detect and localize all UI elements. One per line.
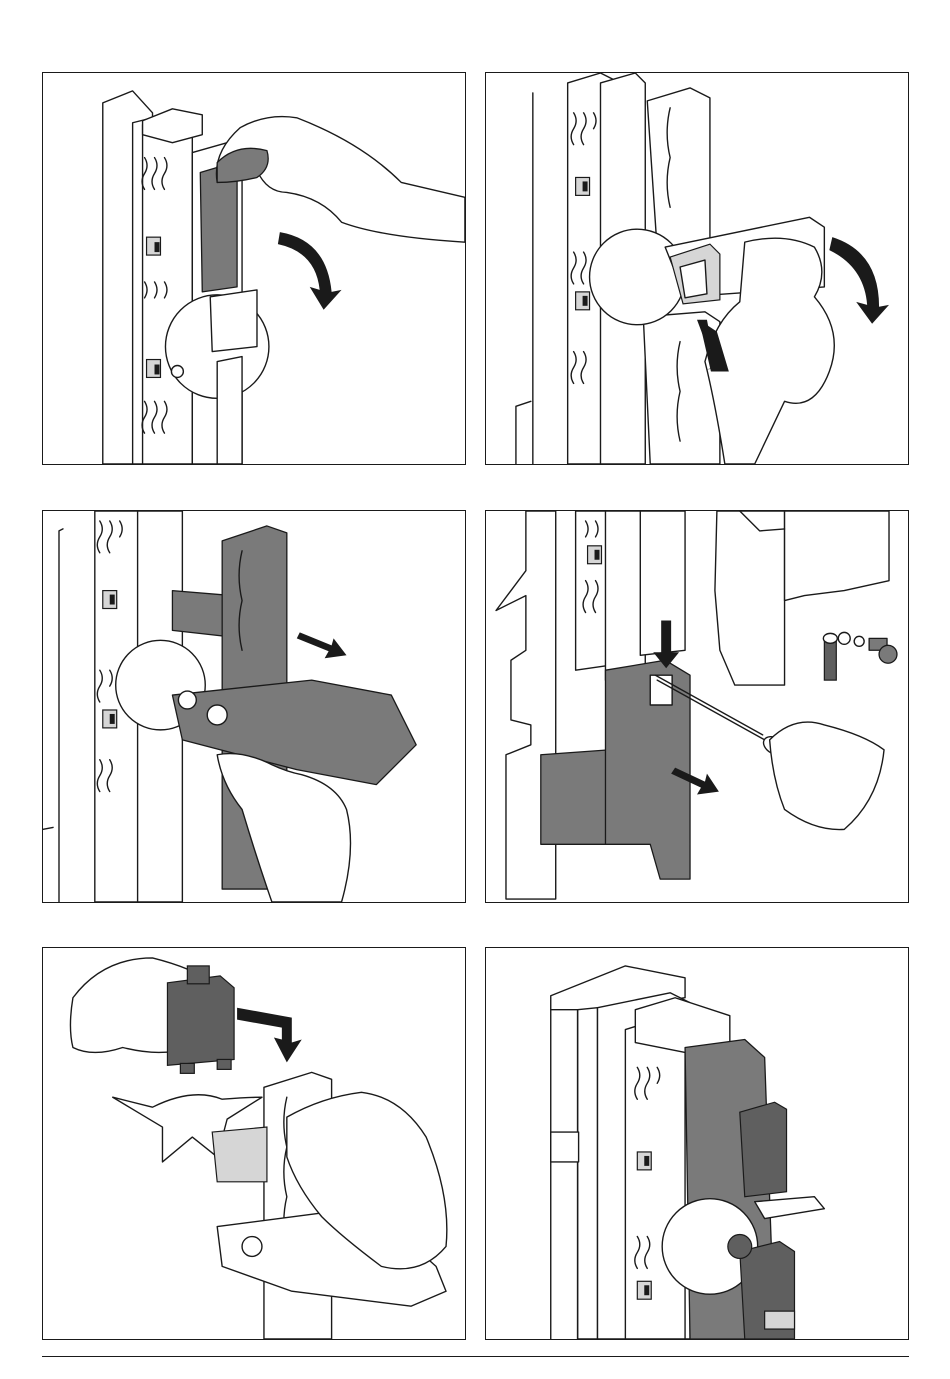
fuse-module-upper xyxy=(740,1102,787,1197)
straight-arrow-icon xyxy=(237,1008,302,1063)
illustration-panel-6 xyxy=(485,947,909,1340)
illustration-panel-1 xyxy=(42,72,466,465)
fuse-module-insert-drawing xyxy=(43,948,465,1339)
hand-icon xyxy=(770,722,884,829)
screw-hardware xyxy=(823,632,897,680)
straight-arrow-icon xyxy=(297,632,347,658)
fuse-rail-release-latch-drawing xyxy=(486,73,908,464)
fuse-rail-pull-handle-drawing xyxy=(43,73,465,464)
hand-icon xyxy=(216,117,464,243)
fuse-carrier-withdraw-drawing xyxy=(43,511,465,902)
fuse-module xyxy=(167,976,234,1066)
illustration-panel-2 xyxy=(485,72,909,465)
curved-arrow-icon xyxy=(829,237,889,324)
illustration-panel-3 xyxy=(42,510,466,903)
illustration-panel-4 xyxy=(485,510,909,903)
footer-divider xyxy=(42,1356,909,1357)
fuse-base-cover-removal-drawing xyxy=(486,511,908,902)
assembled-fuse-rail-drawing xyxy=(486,948,908,1339)
illustration-panel-5 xyxy=(42,947,466,1340)
curved-arrow-icon xyxy=(278,232,342,310)
